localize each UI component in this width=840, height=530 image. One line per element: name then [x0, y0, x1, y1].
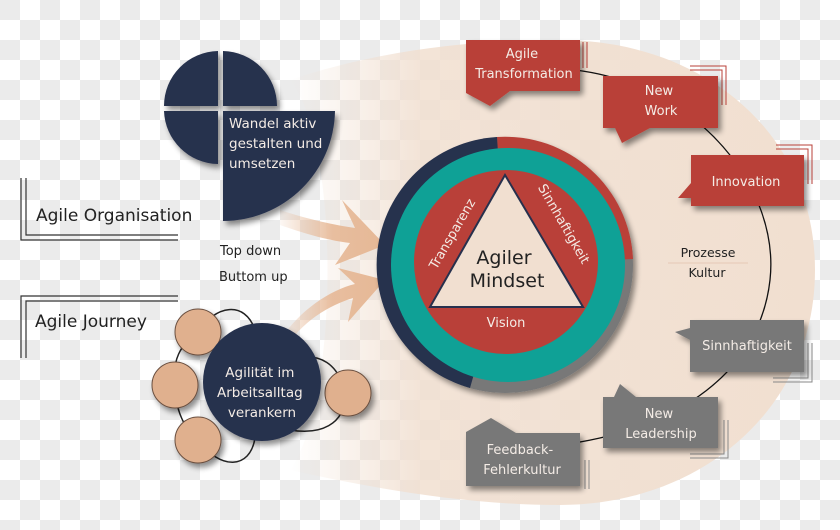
hub-text-line: Agilität im	[225, 365, 294, 381]
callout-new-work[interactable]: New Work	[603, 65, 727, 143]
callout-decor-lines	[690, 420, 725, 455]
agile-journey-label: Agile Journey	[20, 295, 178, 358]
quarter-top-right	[223, 51, 277, 106]
peach-node	[174, 308, 222, 356]
hub-text: Agilität im Arbeitsalltag verankern	[217, 365, 307, 421]
callout-text: Sinnhaftigkeit	[702, 339, 792, 354]
agile-organisation-text: Agile Organisation	[36, 206, 192, 226]
quarter-text-line: umsetzen	[229, 156, 295, 172]
hub-center	[203, 323, 321, 441]
callout-text: New	[645, 407, 674, 422]
hub-text-line: verankern	[228, 405, 296, 421]
top-down-label: Top down	[219, 244, 281, 259]
peach-node	[324, 369, 372, 417]
quarter-bottom-left	[164, 111, 218, 164]
callout-text: Fehlerkultur	[483, 463, 561, 478]
callout-shape	[675, 320, 804, 372]
vision-label: Vision	[487, 316, 526, 331]
callout-text: New	[645, 84, 674, 99]
svg-text:New Leadership: New Leadership	[625, 407, 696, 442]
callout-decor-lines	[773, 343, 809, 379]
agile-organisation-label: Agile Organisation	[20, 178, 192, 241]
callout-innovation[interactable]: Innovation	[678, 144, 813, 206]
callout-decor-lines	[690, 69, 723, 105]
callout-sinnhaftigkeit[interactable]: Sinnhaftigkeit	[675, 320, 813, 383]
callout-shape	[466, 418, 580, 486]
prozesse-label: Prozesse	[681, 245, 736, 260]
mindset-line: Mindset	[470, 270, 545, 292]
svg-text:New Work: New Work	[645, 84, 678, 119]
callout-shape	[678, 155, 804, 206]
callout-text: Feedback-	[487, 443, 554, 458]
quarter-text-line: gestalten und	[229, 136, 322, 152]
callout-decor-lines	[690, 420, 729, 459]
svg-text:Agile Transformation: Agile Transformation	[474, 47, 573, 82]
callout-shape	[603, 384, 718, 448]
callout-decor-lines	[773, 343, 813, 383]
callout-agile-transformation[interactable]: Agile Transformation	[466, 40, 588, 106]
callout-text: Agile	[506, 47, 538, 62]
callout-feedback-fehlerkultur[interactable]: Feedback- Fehlerkultur	[466, 418, 590, 489]
kultur-label: Kultur	[689, 265, 727, 280]
mindset-line: Agiler	[476, 247, 531, 269]
callout-decor-lines	[690, 65, 727, 105]
bottom-up-label: Buttom up	[219, 270, 288, 285]
peach-node	[174, 416, 222, 464]
callout-decor-lines	[776, 148, 809, 184]
bottom-up-arrow	[280, 268, 385, 350]
peach-node	[151, 361, 199, 409]
hub-graphic	[151, 308, 372, 464]
callout-decor-lines	[776, 144, 813, 184]
mindset-center-text: Agiler Mindset	[470, 247, 545, 292]
callout-shape	[466, 40, 580, 106]
quarter-text-line: Wandel aktiv	[229, 116, 316, 132]
quarter-circle-graphic	[164, 51, 335, 221]
callout-text: Innovation	[712, 175, 781, 190]
quarter-bottom-right-large	[223, 111, 335, 221]
callout-shape	[603, 76, 718, 143]
callout-new-leadership[interactable]: New Leadership	[603, 384, 729, 459]
top-down-arrow	[280, 200, 385, 265]
quarter-top-left	[164, 51, 218, 106]
mindset-triangle	[428, 173, 585, 308]
hub-text-line: Arbeitsalltag	[217, 385, 303, 401]
svg-text:Feedback- Fehlerkultur: Feedback- Fehlerkultur	[483, 443, 561, 478]
callout-text: Transformation	[474, 67, 573, 82]
quarter-graphic-text: Wandel aktiv gestalten und umsetzen	[229, 116, 327, 172]
callout-text: Leadership	[625, 427, 696, 442]
callout-text: Work	[645, 104, 678, 119]
agile-journey-text: Agile Journey	[35, 312, 147, 332]
